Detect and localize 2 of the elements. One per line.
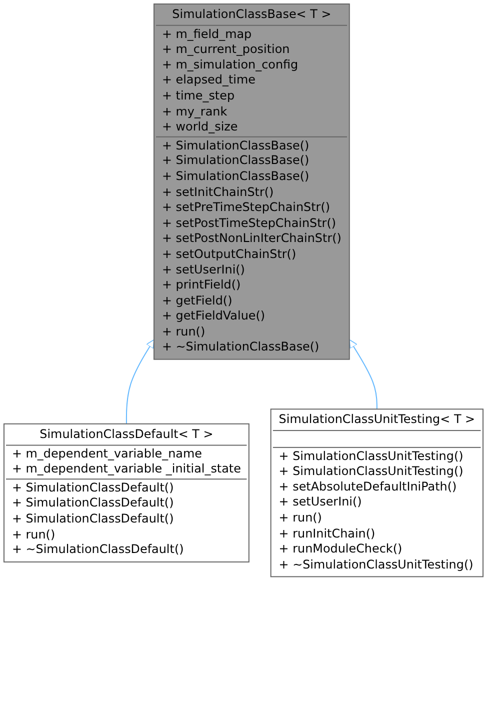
arrow — [126, 339, 154, 424]
arrow — [349, 339, 378, 410]
